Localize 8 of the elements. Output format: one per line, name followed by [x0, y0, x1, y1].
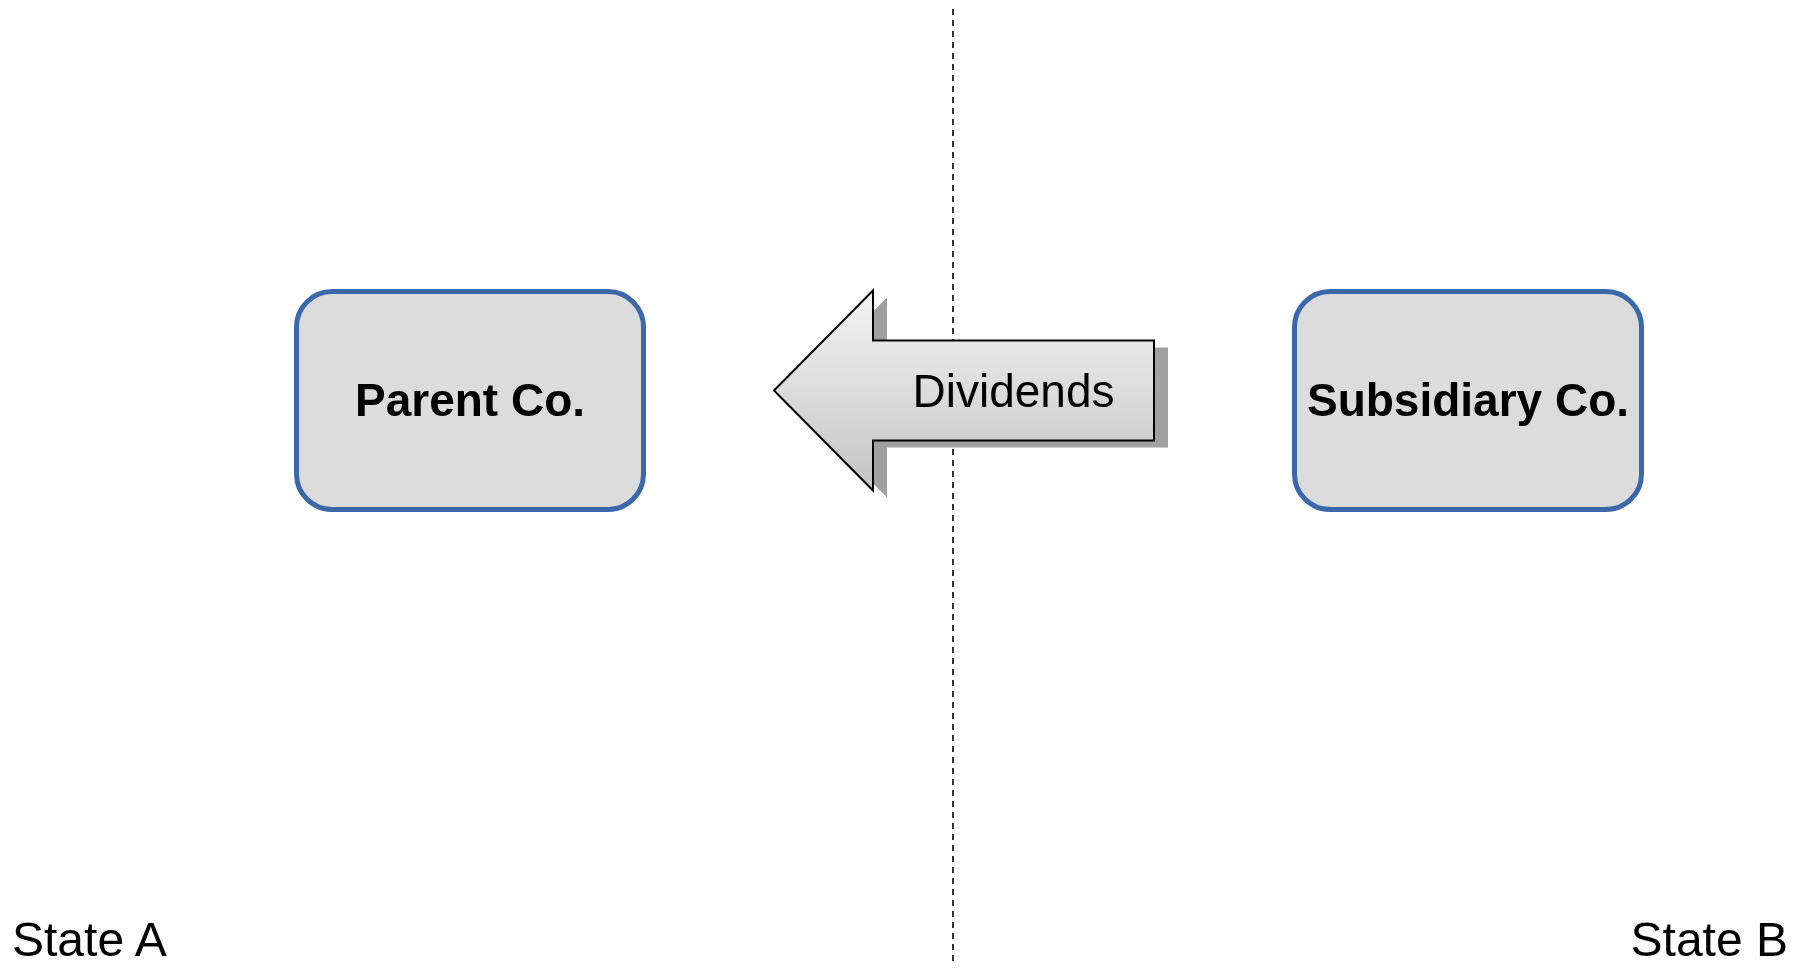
block-arrow	[772, 288, 1168, 498]
node-label: Subsidiary Co.	[1306, 372, 1630, 428]
edge-label: Dividends	[912, 363, 1115, 418]
region-label: State B	[1630, 912, 1788, 967]
node-label: Parent Co.	[354, 372, 585, 428]
region-label: State A	[12, 912, 167, 967]
process-box	[1292, 289, 1644, 512]
process-box	[294, 289, 646, 512]
